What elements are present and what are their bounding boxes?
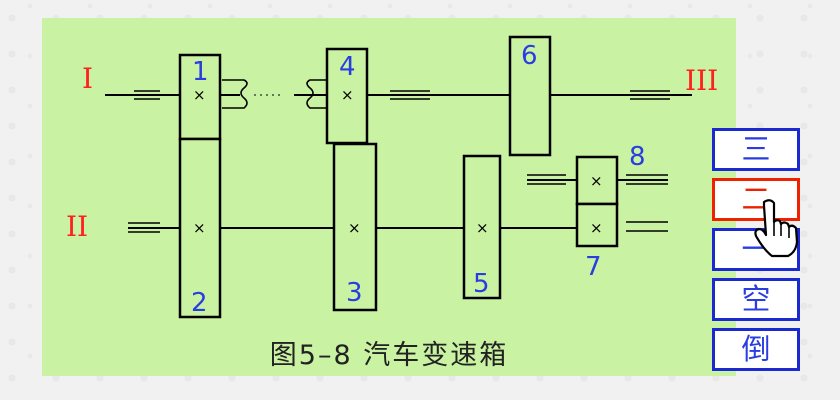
gear-6 (508, 35, 552, 157)
gear-4 (325, 47, 369, 145)
gear-button-third[interactable]: 三 (712, 128, 800, 171)
gear-number-5: 5 (473, 269, 490, 299)
gear-2 (178, 137, 222, 319)
svg-text:×: × (193, 219, 206, 237)
gear-button-second[interactable]: 二 (712, 178, 800, 221)
bearing-symbols (128, 90, 670, 233)
svg-text:×: × (193, 86, 206, 104)
gear-number-4: 4 (339, 52, 356, 82)
diagram-panel: × × × × × × × I II III 1 2 3 4 5 6 7 8 图… (42, 18, 736, 376)
svg-text:×: × (348, 219, 361, 237)
synchronizer-spring-left (222, 79, 248, 109)
figure-caption: 图5–8 汽车变速箱 (270, 340, 508, 371)
shaft-label-input: I (82, 62, 93, 95)
gear-button-neutral[interactable]: 空 (712, 278, 800, 321)
synchronizer-spring-right (306, 79, 332, 109)
gear-button-reverse[interactable]: 倒 (712, 328, 800, 371)
gear-number-7: 7 (585, 252, 602, 282)
gear-number-2: 2 (191, 288, 208, 318)
gear-7 (575, 202, 619, 248)
gear-3 (332, 142, 378, 312)
svg-text:×: × (590, 172, 603, 190)
hand-pointer-icon (754, 199, 799, 258)
gear-5 (462, 154, 502, 300)
shaft-fix-marks: × × × × × × × (193, 86, 603, 237)
svg-text:×: × (590, 219, 603, 237)
gearbox-diagram: × × × × × × × I II III 1 2 3 4 5 6 7 8 图… (66, 35, 718, 371)
svg-text:×: × (341, 86, 354, 104)
shaft-label-output: III (685, 64, 718, 97)
gear-number-1: 1 (192, 57, 209, 87)
shaft-label-countershaft: II (66, 210, 88, 243)
svg-text:×: × (476, 219, 489, 237)
gear-number-3: 3 (346, 278, 363, 308)
gear-number-8: 8 (629, 142, 646, 172)
gear-number-6: 6 (521, 41, 538, 71)
